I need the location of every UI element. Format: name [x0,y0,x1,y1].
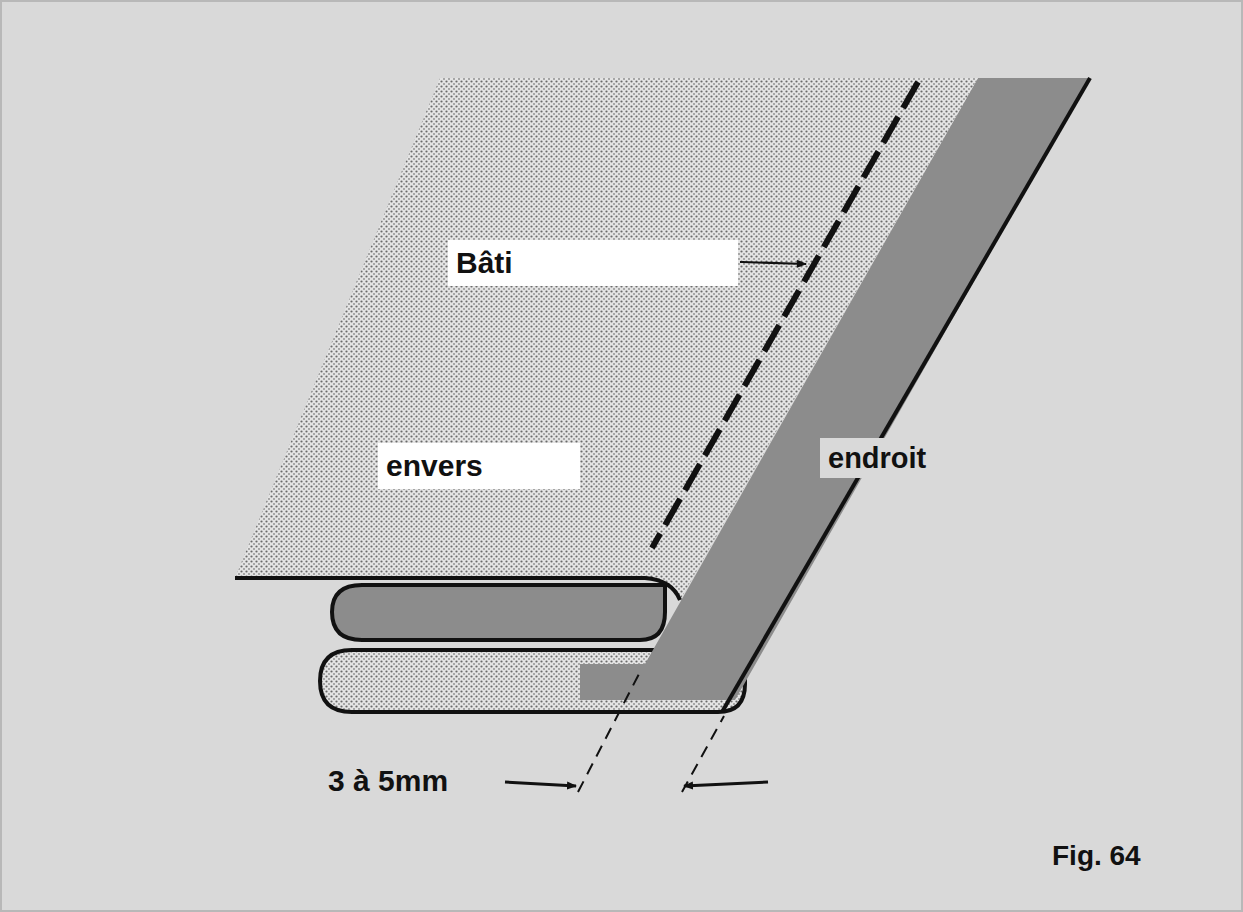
extension-line [578,672,640,792]
dimension-arrow [684,782,768,786]
top-sheet [235,78,978,600]
sheet-edge [235,578,680,600]
dimension-label: 3 à 5mm [328,766,448,796]
leader-tail [740,261,744,263]
leader-line [742,262,806,264]
turned-layer [332,585,665,640]
basting-line [652,82,918,548]
dimension-arrow [505,782,576,786]
figure-caption: Fig. 64 [1052,842,1141,870]
part-label: Bâti [448,240,738,286]
side-label: endroit [820,438,952,478]
side-label: envers [378,443,580,489]
extension-line [682,716,724,792]
